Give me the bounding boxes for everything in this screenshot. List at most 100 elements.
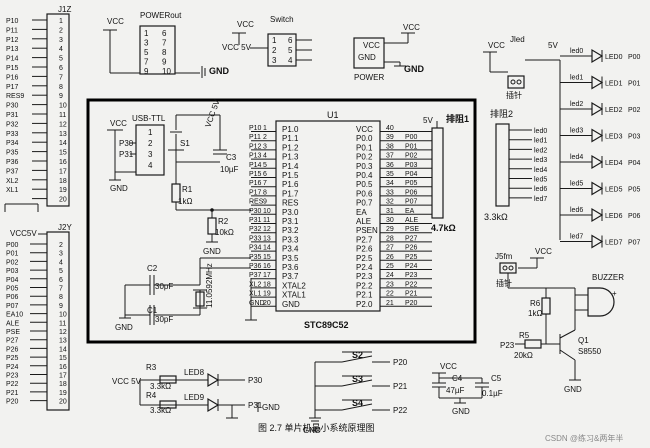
j2y-pin-label: P01 xyxy=(6,251,19,258)
u1-right-net: P06 xyxy=(405,189,418,196)
power-out-left-pin: 7 xyxy=(144,58,149,67)
u1-left-net: XL2 xyxy=(249,281,262,288)
pai-zu2-pin: led7 xyxy=(534,196,547,203)
j1z-pin-number: 11 xyxy=(59,112,66,119)
led-net-label: led6 xyxy=(570,207,583,214)
u1-right-net: P05 xyxy=(405,180,418,187)
u1-right-pin-name: P0.5 xyxy=(356,180,373,189)
u1-left-pin-number: 12 xyxy=(263,226,271,233)
power-out-right-pin: 8 xyxy=(162,48,167,57)
led-diode-icon xyxy=(591,48,604,64)
j2y-pin-label: P07 xyxy=(6,303,19,310)
led-net-label: led1 xyxy=(570,75,583,82)
j1z-pin-label: P30 xyxy=(6,103,19,110)
crystal-c1: C1 xyxy=(147,306,158,315)
u1-left-pin-name: P1.7 xyxy=(282,189,299,198)
u1-left-pin-name: XTAL2 xyxy=(282,281,306,290)
reset-cap-value: 10µF xyxy=(220,165,239,174)
led-label: LED2 xyxy=(605,107,623,114)
u1-left-pin-number: 19 xyxy=(263,291,271,298)
j2y-pin-number: 8 xyxy=(59,294,63,301)
led-diode-icon xyxy=(591,234,604,249)
ind-r4: R4 xyxy=(146,391,157,400)
buzzer-vcc: VCC xyxy=(535,247,552,256)
power-label: POWER xyxy=(354,73,384,82)
pai-zu2-pin: led4 xyxy=(534,167,547,174)
usb-ttl-pin-label: P30 xyxy=(119,139,134,148)
u1-right-pin-name: P2.2 xyxy=(356,281,373,290)
u1-right-pin-name: P0.3 xyxy=(356,162,373,171)
power-vcc-top: VCC xyxy=(403,23,420,32)
j1z-pin-number: 10 xyxy=(59,103,67,110)
led-port: P04 xyxy=(628,160,641,167)
u1-left-pin-name: P3.3 xyxy=(282,235,299,244)
led-diode-icon xyxy=(591,154,604,170)
u1-right-pin-name: P0.1 xyxy=(356,143,373,152)
j2y-pin-number: 10 xyxy=(59,312,67,319)
usb-ttl-pin-number: 4 xyxy=(148,161,153,170)
u1-left-pin-number: 14 xyxy=(263,245,271,252)
j1z-pin-number: 13 xyxy=(59,131,67,138)
mcu-frame xyxy=(86,98,477,344)
u1-right-net: P24 xyxy=(405,263,418,270)
u1-right-pin-number: 39 xyxy=(386,134,394,141)
u1-right-pin-number: 40 xyxy=(386,125,394,132)
reset-r1: R1 xyxy=(182,185,193,194)
u1-right-pin-number: 23 xyxy=(386,281,394,288)
u1-right-pin-name: P2.7 xyxy=(356,235,373,244)
ind-p30: P30 xyxy=(248,376,263,385)
u1-right-pin-number: 36 xyxy=(386,162,394,169)
led-diode-icon xyxy=(591,101,604,117)
u1-left-pin-name: P1.1 xyxy=(282,134,299,143)
button-label: S4 xyxy=(352,398,363,408)
led-port: P03 xyxy=(628,134,641,141)
ind-p31: P31 xyxy=(248,401,263,410)
u1-right-pin-name: ALE xyxy=(356,217,371,226)
j2y-pin-number: 5 xyxy=(59,268,63,275)
u1-left-pin-number: 8 xyxy=(263,189,267,196)
u1-left-pin-name: P1.5 xyxy=(282,171,299,180)
crystal-oscillator: C2 30pF C1 30pF 11.0592MHz GND xyxy=(115,257,257,332)
ind-vcc: VCC 5V xyxy=(112,377,142,386)
pai-zu2-pin: led2 xyxy=(534,147,547,154)
j2y-pin-label: ALE xyxy=(6,320,20,327)
j2y-pin-label: EA10 xyxy=(6,312,23,319)
u1-right-pin-name: PSEN xyxy=(356,226,378,235)
u1-right-pin-name: EA xyxy=(356,208,367,217)
ind-gnd: GND xyxy=(262,403,280,412)
u1-left-pin-name: P3.1 xyxy=(282,217,299,226)
j1z-label: J1Z xyxy=(58,5,71,14)
usb-ttl-pin-number: 3 xyxy=(148,150,153,159)
u1-right-pin-number: 22 xyxy=(386,291,394,298)
u1-right-net: EA xyxy=(405,208,415,215)
u1-left-pin-name: P3.6 xyxy=(282,263,299,272)
j1z-pin-number: 17 xyxy=(59,168,67,175)
u1-left-pin-name: P3.4 xyxy=(282,245,299,254)
dec-gnd: GND xyxy=(452,407,470,416)
u1-right-pin-number: 26 xyxy=(386,254,394,261)
button-label: S3 xyxy=(352,374,363,384)
u1-right-pin-number: 37 xyxy=(386,153,394,160)
u1-right-pin-name: P0.4 xyxy=(356,171,373,180)
button-contact xyxy=(341,379,373,387)
buzzer-r5-value: 20kΩ xyxy=(514,351,533,360)
u1-right-pin-name: P2.1 xyxy=(356,291,373,300)
led-diode-icon xyxy=(591,207,604,223)
j1z-pin-label: XL1 xyxy=(6,187,19,194)
u1-right-pin-name: P2.3 xyxy=(356,272,373,281)
led-port: P05 xyxy=(628,187,641,194)
power-out-right-pin: 6 xyxy=(162,29,167,38)
led-port: P07 xyxy=(628,240,641,247)
u1-left-pin-number: 7 xyxy=(263,180,267,187)
j1z-pin-label: RES9 xyxy=(6,93,24,100)
power-out-title: POWERout xyxy=(140,11,182,20)
j2y-pin-number: 13 xyxy=(59,338,67,345)
j1z-pin-number: 9 xyxy=(59,93,63,100)
led-net-label: led5 xyxy=(570,181,583,188)
j1z-pin-label: P34 xyxy=(6,140,19,147)
j2y-pin-label: P24 xyxy=(6,364,19,371)
button-port: P20 xyxy=(393,358,408,367)
u1-left-net: P13 xyxy=(249,153,262,160)
j2y-pin-number: 16 xyxy=(59,364,67,371)
